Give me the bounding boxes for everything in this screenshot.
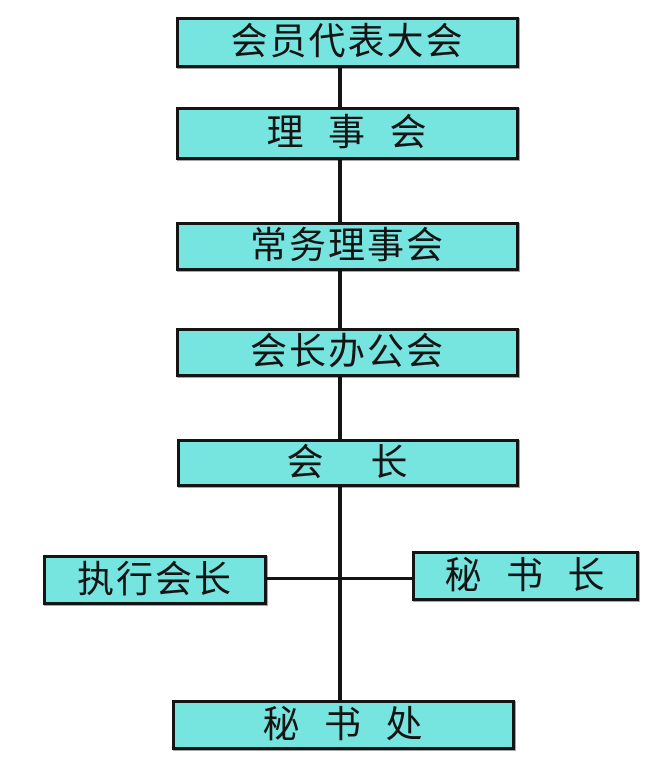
connector-president-secretariat xyxy=(338,486,342,701)
node-president-label: 会 长 xyxy=(286,442,410,484)
connector-standing-council-president-office xyxy=(338,270,342,329)
node-secretary-general-label: 秘 书 长 xyxy=(444,555,607,597)
node-standing-council: 常务理事会 xyxy=(176,222,519,271)
node-president: 会 长 xyxy=(177,439,519,487)
node-executive-president: 执行会长 xyxy=(43,555,267,605)
connector-executive-president-secretary-general xyxy=(267,577,413,580)
node-secretariat: 秘 书 处 xyxy=(172,700,515,750)
node-secretary-general: 秘 书 长 xyxy=(412,551,639,601)
connector-member-congress-council xyxy=(338,67,342,108)
node-secretariat-label: 秘 书 处 xyxy=(262,704,425,746)
node-member-congress: 会员代表大会 xyxy=(176,17,519,68)
node-member-congress-label: 会员代表大会 xyxy=(230,22,465,63)
node-council: 理 事 会 xyxy=(176,107,519,160)
node-executive-president-label: 执行会长 xyxy=(77,559,233,601)
connector-president-office-president xyxy=(338,376,342,440)
node-president-office-label: 会长办公会 xyxy=(250,332,445,373)
connector-council-standing-council xyxy=(338,159,342,223)
node-standing-council-label: 常务理事会 xyxy=(250,226,445,267)
node-council-label: 理 事 会 xyxy=(266,113,429,154)
node-president-office: 会长办公会 xyxy=(176,328,519,377)
